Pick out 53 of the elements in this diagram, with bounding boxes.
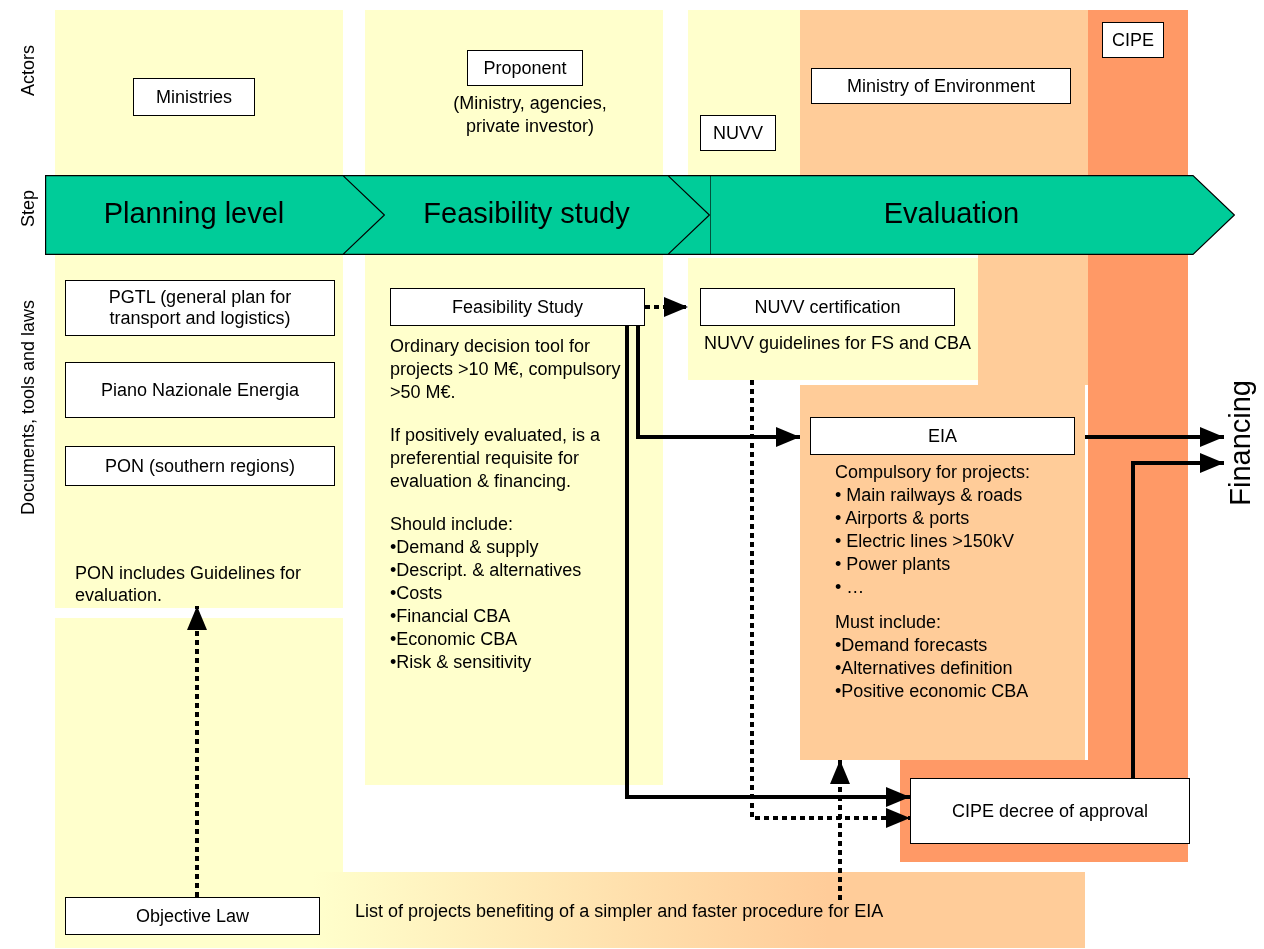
description-text: Ordinary decision tool for projects >10 M€, compulsory >50 M€. xyxy=(390,335,622,404)
description-text: Must include: xyxy=(835,611,943,634)
arrow xyxy=(636,326,800,447)
description-text: • Airports & ports xyxy=(835,507,971,530)
arrow xyxy=(1131,453,1224,778)
note-text: List of projects benefiting of a simpler and faster procedure for EIA xyxy=(355,900,1055,922)
arrow xyxy=(830,760,850,900)
label-box: EIA xyxy=(810,417,1075,455)
description-text: •Alternatives definition xyxy=(835,657,1014,680)
arrow xyxy=(625,326,910,807)
row-header: Actors xyxy=(18,45,39,96)
label-box: Ministries xyxy=(133,78,255,116)
label-box: CIPE xyxy=(1102,22,1164,58)
description-text: Compulsory for projects: xyxy=(835,461,1032,484)
description-text: If positively evaluated, is a preferential requisite for evaluation & financing. xyxy=(390,424,602,493)
description-text: •Positive economic CBA xyxy=(835,680,1030,703)
label-box: Piano Nazionale Energia xyxy=(65,362,335,418)
financing-label: Financing xyxy=(1224,380,1257,506)
arrow xyxy=(750,380,910,828)
label-box: NUVV xyxy=(700,115,776,151)
note-text: PON includes Guidelines for evaluation. xyxy=(75,562,335,606)
process-box: CIPE decree of approval xyxy=(910,778,1190,844)
description-text: • Power plants xyxy=(835,553,952,576)
step-label: Evaluation xyxy=(882,196,1021,231)
description-text: NUVV guidelines for FS and CBA xyxy=(702,332,973,355)
row-header: Step xyxy=(18,190,39,228)
label-box: PGTL (general plan for transport and logistics) xyxy=(65,280,335,336)
label-box: Objective Law xyxy=(65,897,320,935)
description-text: • … xyxy=(835,576,866,599)
description-text: Should include: xyxy=(390,513,515,536)
label-box: PON (southern regions) xyxy=(65,446,335,486)
description-text: •Financial CBA xyxy=(390,605,512,628)
step-label: Feasibility study xyxy=(422,196,631,231)
panel-background xyxy=(800,385,1085,760)
description-text: (Ministry, agencies, private investor) xyxy=(452,92,608,138)
description-text: •Economic CBA xyxy=(390,628,519,651)
panel-background xyxy=(688,258,978,380)
label-box: Proponent xyxy=(467,50,583,86)
description-text: •Costs xyxy=(390,582,444,605)
label-box: NUVV certification xyxy=(700,288,955,326)
description-text: •Descript. & alternatives xyxy=(390,559,583,582)
step-label: Planning level xyxy=(102,196,286,231)
row-header: Documents, tools and laws xyxy=(18,300,39,516)
label-box: Feasibility Study xyxy=(390,288,645,326)
arrow xyxy=(187,606,207,897)
description-text: • Main railways & roads xyxy=(835,484,1024,507)
description-text: •Risk & sensitivity xyxy=(390,651,533,674)
description-text: •Demand & supply xyxy=(390,536,540,559)
description-text: •Demand forecasts xyxy=(835,634,989,657)
arrow xyxy=(645,297,688,317)
description-text: • Electric lines >150kV xyxy=(835,530,1015,553)
label-box: Ministry of Environment xyxy=(811,68,1071,104)
arrow xyxy=(1085,427,1224,447)
